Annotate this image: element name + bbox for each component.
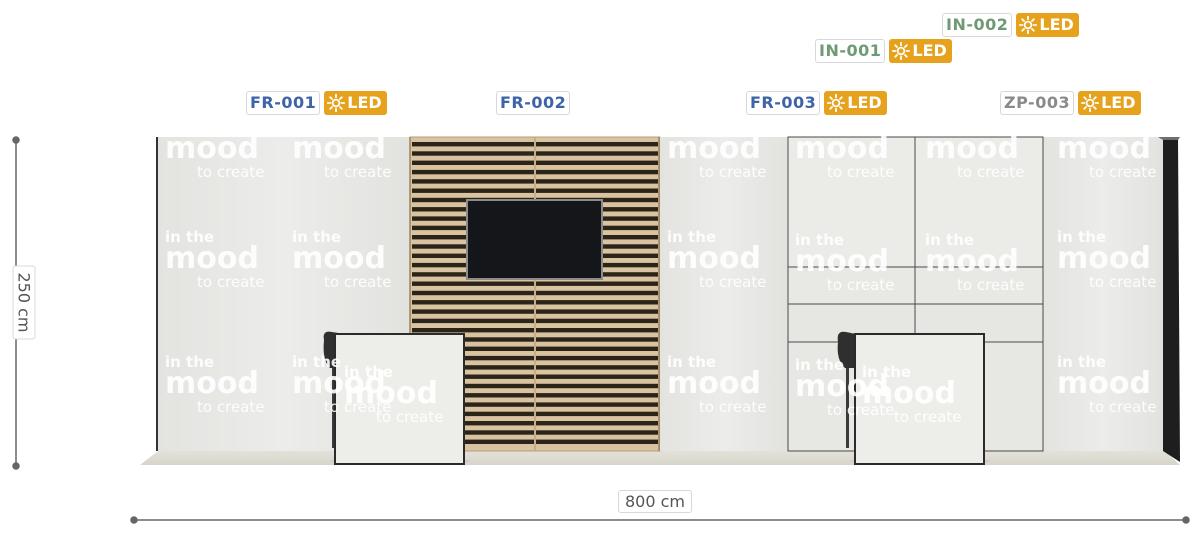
dimension-height-label: 250 cm xyxy=(12,265,36,340)
led-badge: LED xyxy=(1016,13,1079,37)
dimension-width-line xyxy=(130,516,1190,524)
tag-fr-001[interactable]: FR-001 LED xyxy=(246,91,387,115)
wall-zp-003 xyxy=(1043,137,1163,451)
side-wall xyxy=(1163,137,1180,462)
floor xyxy=(140,451,1180,465)
sun-icon xyxy=(827,94,846,112)
led-label: LED xyxy=(1101,93,1136,112)
code-in-001: IN-001 xyxy=(815,39,886,63)
tag-in-001[interactable]: IN-001 LED xyxy=(815,39,952,63)
led-badge: LED xyxy=(889,39,952,63)
tag-in-002[interactable]: IN-002 LED xyxy=(942,13,1079,37)
led-label: LED xyxy=(1039,15,1074,34)
led-label: LED xyxy=(847,93,882,112)
led-badge: LED xyxy=(324,91,387,115)
tag-fr-002[interactable]: FR-002 xyxy=(496,91,571,115)
led-label: LED xyxy=(912,41,947,60)
counter-2 xyxy=(854,333,985,465)
wall-fr-003 xyxy=(660,137,788,451)
code-fr-003: FR-003 xyxy=(746,91,821,115)
code-fr-002: FR-002 xyxy=(496,91,571,115)
led-label: LED xyxy=(347,93,382,112)
code-zp-003: ZP-003 xyxy=(1000,91,1075,115)
sun-icon xyxy=(1081,94,1100,112)
sun-icon xyxy=(892,42,911,60)
sun-icon xyxy=(327,94,346,112)
code-in-002: IN-002 xyxy=(942,13,1013,37)
sun-icon xyxy=(1019,16,1038,34)
tag-zp-003[interactable]: ZP-003 LED xyxy=(1000,91,1141,115)
dimension-width-label: 800 cm xyxy=(618,490,693,513)
chair-2 xyxy=(837,331,856,448)
counter-1 xyxy=(334,333,465,465)
led-badge: LED xyxy=(824,91,887,115)
led-badge: LED xyxy=(1078,91,1141,115)
tag-fr-003[interactable]: FR-003 LED xyxy=(746,91,887,115)
tv-screen xyxy=(466,199,603,280)
code-fr-001: FR-001 xyxy=(246,91,321,115)
